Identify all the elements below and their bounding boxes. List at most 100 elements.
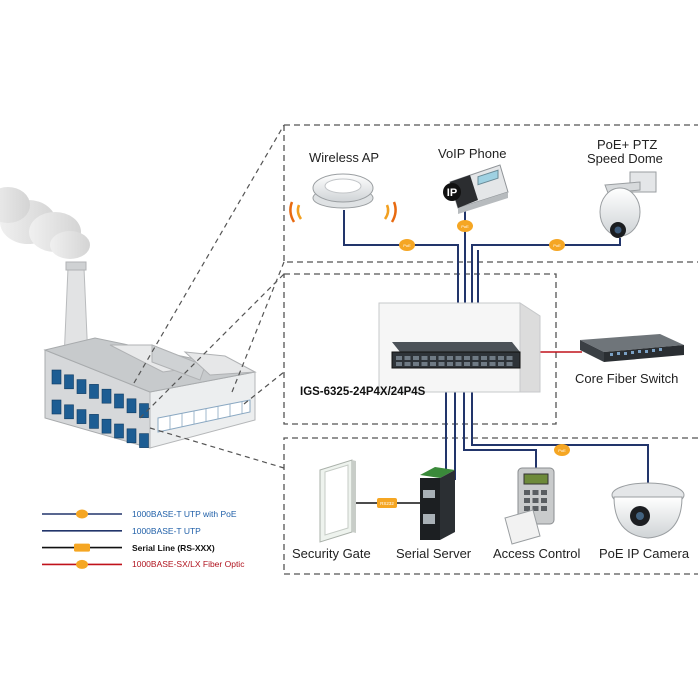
switch-port	[472, 362, 479, 366]
label-switch-model: IGS-6325-24P4X/24P4S	[300, 386, 426, 398]
switch-port	[438, 362, 445, 366]
keypad-key	[524, 498, 530, 503]
svg-text:PoE: PoE	[553, 243, 561, 248]
switch-port	[506, 356, 513, 360]
projection-lines	[133, 124, 285, 469]
label-core-fiber-switch: Core Fiber Switch	[575, 371, 679, 386]
bottom-zone	[283, 437, 698, 575]
front-windows	[51, 369, 149, 448]
switch-port	[396, 362, 402, 366]
svg-text:RS232: RS232	[380, 501, 394, 506]
serial-marker: RS232	[377, 498, 397, 508]
label-ptz-line1: PoE+ PTZ	[597, 137, 658, 152]
legend-swatches	[42, 509, 122, 569]
legend-marker	[76, 509, 88, 519]
poe-markers: PoE PoE PoE PoE	[399, 220, 570, 456]
factory-window	[51, 399, 62, 415]
security-gate-icon	[319, 459, 356, 543]
switch-port	[464, 356, 470, 360]
center-zone	[283, 273, 557, 425]
svg-text:PoE: PoE	[403, 243, 411, 248]
legend-item-fiber: 1000BASE-SX/LX Fiber Optic	[132, 559, 245, 569]
poe-ip-camera-icon	[611, 482, 685, 539]
industrial-switch	[378, 302, 541, 393]
keypad-key	[541, 490, 547, 495]
factory-illustration	[0, 187, 257, 449]
switch-port	[464, 362, 470, 366]
label-security-gate: Security Gate	[292, 546, 371, 561]
poe-marker: PoE	[554, 444, 570, 456]
switch-port	[413, 362, 419, 366]
switch-port	[404, 356, 411, 360]
switch-port	[447, 356, 453, 360]
core-fiber-switch-icon	[580, 334, 684, 362]
switch-port	[455, 362, 462, 366]
keypad-key	[532, 490, 539, 495]
switch-port	[506, 362, 513, 366]
label-access-control: Access Control	[493, 546, 581, 561]
label-serial-server: Serial Server	[396, 546, 472, 561]
factory-window	[126, 428, 137, 444]
zone-boundaries	[283, 124, 698, 575]
ptz-camera-icon	[599, 171, 657, 238]
keypad-key	[524, 490, 530, 495]
switch-port	[498, 356, 504, 360]
switch-port	[421, 356, 428, 360]
svg-text:PoE: PoE	[461, 224, 469, 229]
factory-window	[139, 433, 149, 448]
label-poe-ip-camera: PoE IP Camera	[599, 546, 690, 561]
label-voip-phone: VoIP Phone	[438, 146, 507, 161]
factory-window	[101, 388, 112, 404]
keypad-key	[532, 506, 539, 511]
factory-window	[76, 409, 87, 424]
switch-port	[438, 356, 445, 360]
serial-server-icon	[420, 467, 455, 540]
wireless-ap-icon	[289, 173, 397, 223]
factory-window	[114, 423, 124, 439]
poe-marker: PoE	[457, 220, 473, 232]
label-wireless-ap: Wireless AP	[309, 150, 380, 165]
legend-marker	[76, 559, 88, 569]
switch-port	[396, 356, 402, 360]
svg-text:IP: IP	[447, 187, 457, 199]
switch-port	[430, 356, 436, 360]
switch-port	[421, 362, 428, 366]
switch-port	[489, 356, 496, 360]
voip-phone-icon: IP	[443, 164, 509, 214]
switch-port	[430, 362, 436, 366]
factory-window	[64, 374, 74, 390]
factory-window	[51, 369, 62, 385]
switch-port	[447, 362, 453, 366]
factory-window	[139, 403, 149, 418]
poe-marker: PoE	[549, 239, 565, 251]
legend-item-utp: 1000BASE-T UTP	[132, 526, 201, 536]
access-control-icon	[504, 467, 555, 545]
factory-window	[101, 418, 112, 434]
factory-window	[126, 398, 137, 414]
keypad-key	[541, 506, 547, 511]
keypad-key	[524, 506, 530, 511]
smoke	[0, 187, 90, 259]
keypad-key	[541, 498, 547, 503]
switch-port	[489, 362, 496, 366]
switch-port	[498, 362, 504, 366]
switch-port	[481, 356, 487, 360]
legend-item-serial: Serial Line (RS-XXX)	[132, 543, 215, 553]
legend-marker	[74, 543, 90, 552]
factory-window	[76, 379, 87, 394]
factory-window	[89, 414, 99, 429]
switch-port	[455, 356, 462, 360]
keypad-key	[532, 498, 539, 503]
factory-window	[114, 393, 124, 409]
factory-window	[89, 384, 99, 399]
switch-port	[404, 362, 411, 366]
switch-port	[413, 356, 419, 360]
top-zone	[283, 124, 698, 263]
switch-port	[481, 362, 487, 366]
legend-item-utp-poe: 1000BASE-T UTP with PoE	[132, 509, 237, 519]
label-ptz-line2: Speed Dome	[587, 151, 663, 166]
side-windows	[157, 399, 251, 433]
svg-text:PoE: PoE	[558, 448, 566, 453]
switch-port	[472, 356, 479, 360]
